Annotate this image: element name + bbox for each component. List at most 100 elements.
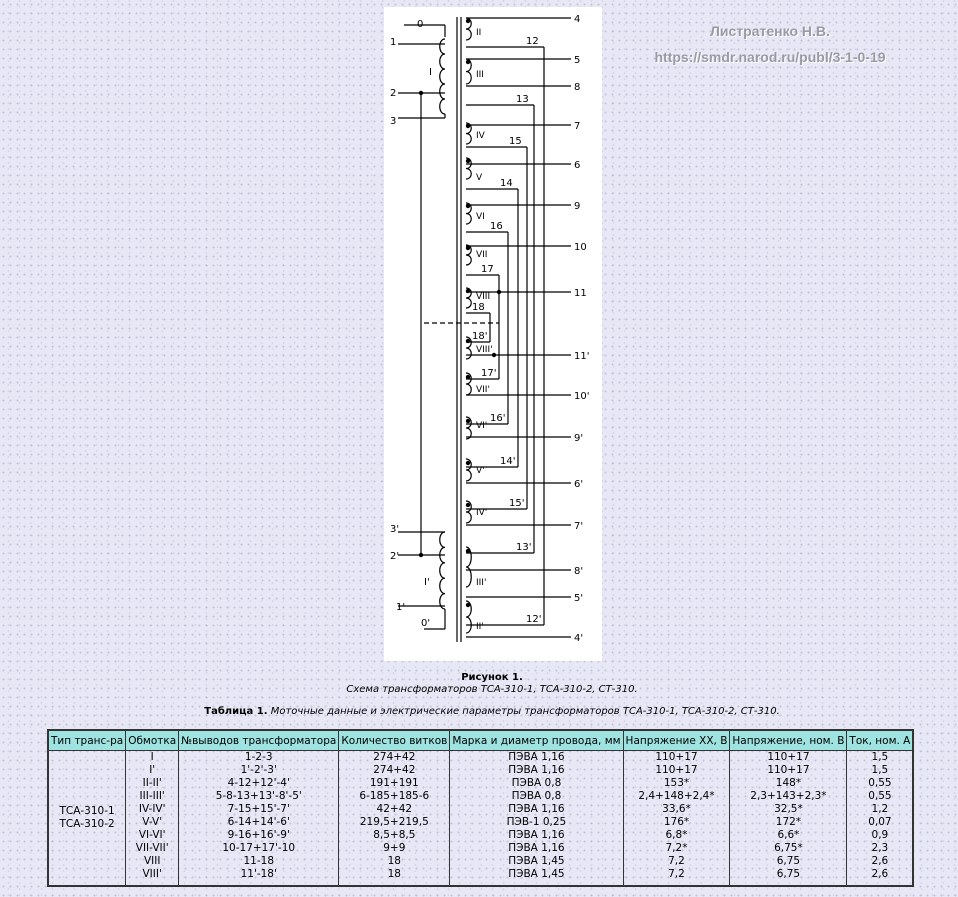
terminal-label: 8 [574, 82, 580, 93]
terminal-label: 2 [390, 88, 396, 99]
cell-value: 1-2-3 [244, 751, 273, 763]
terminal-label: 8' [574, 566, 583, 577]
winding-label: I [429, 67, 432, 78]
terminal-label: 5' [574, 593, 583, 604]
cell-value: 2,3+143+2,3* [750, 790, 827, 802]
type-name: ТСА-310-1 [59, 805, 115, 817]
terminal-label: 0' [421, 618, 430, 629]
terminal-label: 4 [574, 14, 580, 25]
secondary-coil [465, 600, 472, 634]
secondary-coil [465, 458, 472, 482]
cell-value: 1,2 [871, 803, 889, 815]
cell-value: 7,2 [668, 868, 685, 880]
tap-label: 18' [472, 331, 487, 342]
terminal-label: 7' [574, 521, 583, 532]
cell-value: 18 [387, 855, 401, 867]
cell-value: 42+42 [376, 803, 413, 815]
cell-value: 10-17+17'-10 [222, 842, 296, 854]
secondary-coil [465, 287, 472, 309]
cell-value: 2,4+148+2,4* [638, 790, 715, 802]
cell-value: 8,5+8,5 [373, 829, 416, 841]
cell-value: 0,9 [871, 829, 889, 841]
tap-label: 14 [500, 178, 513, 189]
cell-value: 7-15+15'-7' [227, 803, 290, 815]
cell-value: 176* [663, 816, 690, 828]
cell-value: ПЭВА 1,16 [508, 751, 565, 763]
polarity-dot [465, 245, 471, 251]
secondary-coil [465, 336, 472, 360]
cell-value: 274+42 [373, 764, 416, 776]
cell-value: ПЭВА 1,16 [508, 803, 565, 815]
winding-label: VIII [476, 292, 490, 302]
cell-value: III-III' [139, 790, 165, 802]
secondary-coil [465, 17, 472, 41]
cell-value: 18 [387, 868, 401, 880]
cell-value: 6-185+185-6 [359, 790, 430, 802]
table-caption: Таблица 1. Моточные данные и электрическ… [0, 706, 958, 718]
winding-label: II' [476, 622, 484, 632]
terminal-label: 9' [574, 433, 583, 444]
cell-value: 4-12+12'-4' [227, 777, 290, 789]
cell-value: VIII' [142, 868, 162, 880]
terminal-label: 11' [574, 351, 589, 362]
cell-value: V-V' [142, 816, 163, 828]
cell-value: ПЭВА 1,16 [508, 764, 565, 776]
header-voltage-nl: Напряжение ХХ, В [622, 729, 731, 751]
winding-label: IV' [476, 508, 487, 518]
junction-dot [491, 352, 497, 358]
watermark-url: https://smdr.narod.ru/publ/3-1-0-19 [654, 49, 886, 65]
winding-label: IV [476, 131, 486, 141]
terminal-label: 10 [574, 242, 587, 253]
cell-value: IV-IV' [138, 803, 166, 815]
header-type: Тип транс-ра [47, 729, 127, 751]
header-terminals: №выводов трансформатора [178, 729, 340, 751]
cell-value: 6,8* [665, 829, 688, 841]
terminal-label: 6 [574, 160, 580, 171]
cell-value: 110+17 [767, 764, 810, 776]
terminal-label: 6' [574, 479, 583, 490]
cell-value: 0,55 [868, 790, 892, 802]
schematic-drawing: 0123I3'2'1'0'I'IIIIIIVVVIVIIVIIIVIII'VII… [390, 14, 589, 644]
junction-dot [418, 90, 424, 96]
terminal-label: 3 [390, 116, 396, 127]
watermark: Листратенко Н.В. https://smdr.narod.ru/p… [600, 18, 940, 70]
terminal-label: 5 [574, 55, 580, 66]
terminal-label: 11 [574, 288, 587, 299]
cell-value: 219,5+219,5 [359, 816, 429, 828]
watermark-author: Листратенко Н.В. [710, 23, 830, 39]
winding-label: VI' [476, 421, 487, 431]
junction-dot [418, 552, 424, 558]
tap-label: 13 [516, 94, 529, 105]
winding-data-table: Тип транс-ра Обмотка №выводов трансформа… [47, 729, 915, 887]
cell-value: 2,6 [871, 868, 889, 880]
winding-label: II [476, 28, 481, 38]
winding-label: VI [476, 212, 485, 222]
terminal-label: 10' [574, 391, 589, 402]
table-caption-label: Таблица 1. [204, 706, 268, 717]
cell-value: 1'-2'-3' [240, 764, 277, 776]
tap-label: 12 [526, 36, 539, 47]
figure-subtitle: Схема трансформаторов ТСА-310-1, ТСА-310… [346, 684, 638, 695]
winding-label: III [476, 70, 484, 80]
cell-value: 110+17 [655, 751, 698, 763]
cell-value: 32,5* [774, 803, 803, 815]
cell-value: ПЭВА 0,8 [511, 777, 562, 789]
primary-coil [439, 38, 446, 115]
winding-label: I' [424, 577, 430, 588]
cell-value: 6-14+14'-6' [227, 816, 290, 828]
cell-value: 191+191 [369, 777, 419, 789]
cell-value: 0,07 [868, 816, 892, 828]
header-winding: Обмотка [125, 729, 180, 751]
cell-value: 0,55 [868, 777, 892, 789]
cell-value: 110+17 [767, 751, 810, 763]
terminal-label: 2' [390, 551, 399, 562]
cell-value: VI-VI' [138, 829, 166, 841]
